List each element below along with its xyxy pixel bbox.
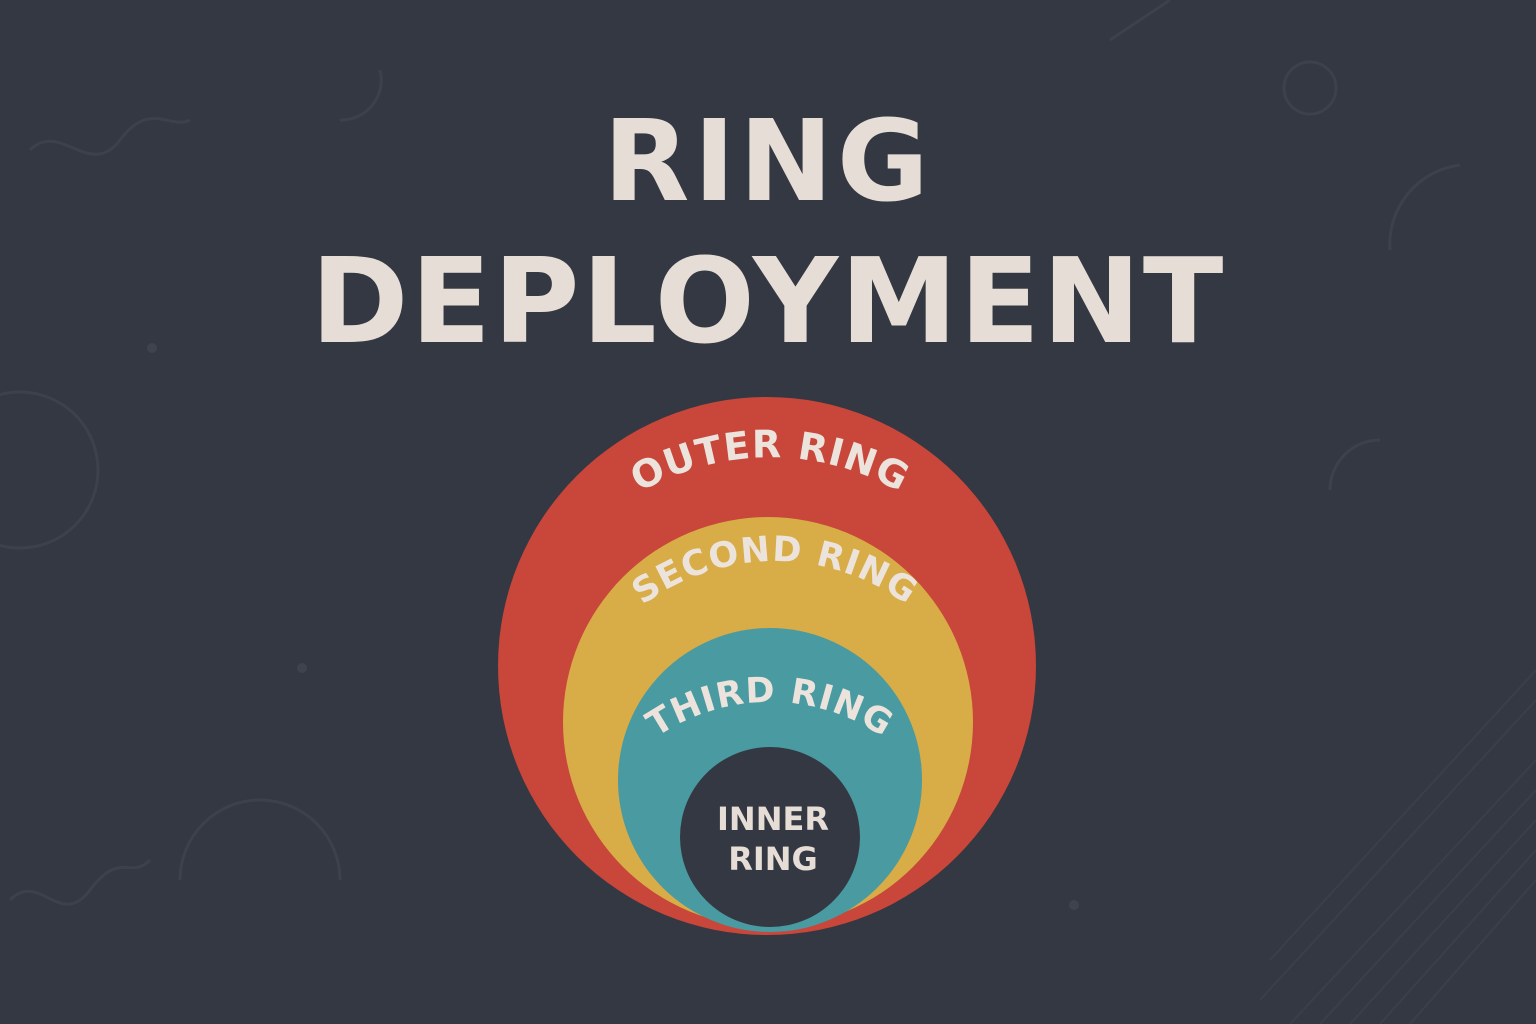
inner-ring xyxy=(680,747,860,927)
squiggle-shape xyxy=(28,117,191,156)
arc-shape xyxy=(1388,163,1461,251)
inner-ring-label-line-2: RING xyxy=(728,840,818,878)
dot-shape xyxy=(297,663,307,673)
arc-shape xyxy=(339,69,383,122)
title-line-2: DEPLOYMENT xyxy=(310,232,1226,370)
arc-shape xyxy=(178,798,342,881)
dot-shape xyxy=(1069,900,1079,910)
title-line-1: RING xyxy=(603,97,933,227)
line-shape xyxy=(1109,0,1171,42)
dot-shape xyxy=(147,343,157,353)
circle-outline-shape xyxy=(0,390,100,550)
hatch-lines xyxy=(1259,669,1536,1024)
inner-ring-label-line-1: INNER xyxy=(717,800,829,838)
circle-outline-shape xyxy=(1282,60,1338,116)
squiggle-shape xyxy=(8,858,152,906)
arc-shape xyxy=(1328,438,1381,491)
